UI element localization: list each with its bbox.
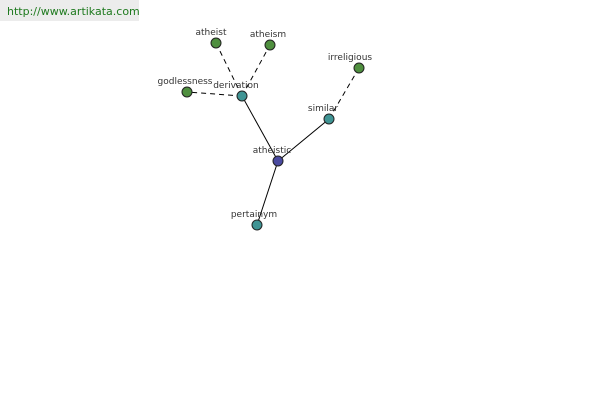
edge-derivation-godlessness (186, 91, 243, 97)
node-pertainym[interactable] (251, 219, 263, 231)
edge-derivation-atheist (215, 42, 243, 97)
edge-atheistic-pertainym (256, 160, 279, 226)
edge-atheistic-derivation (241, 95, 279, 162)
label-pertainym: pertainym (231, 210, 277, 220)
node-atheist[interactable] (210, 37, 222, 49)
label-atheist: atheist (195, 28, 226, 38)
label-derivation: derivation (213, 81, 259, 91)
label-atheistic: atheistic (253, 146, 292, 156)
node-similar[interactable] (323, 113, 335, 125)
node-godlessness[interactable] (181, 86, 193, 98)
edge-atheistic-similar (277, 118, 330, 162)
node-atheistic[interactable] (272, 155, 284, 167)
label-similar: similar (308, 104, 338, 114)
node-derivation[interactable] (236, 90, 248, 102)
source-banner: http://www.artikata.com (0, 0, 140, 21)
node-irreligious[interactable] (353, 62, 365, 74)
label-irreligious: irreligious (328, 53, 373, 63)
edge-derivation-atheism (241, 44, 271, 97)
label-godlessness: godlessness (158, 77, 213, 87)
node-atheism[interactable] (264, 39, 276, 51)
edge-similar-irreligious (328, 67, 360, 120)
source-link[interactable]: http://www.artikata.com (7, 5, 140, 18)
label-atheism: atheism (250, 30, 286, 40)
